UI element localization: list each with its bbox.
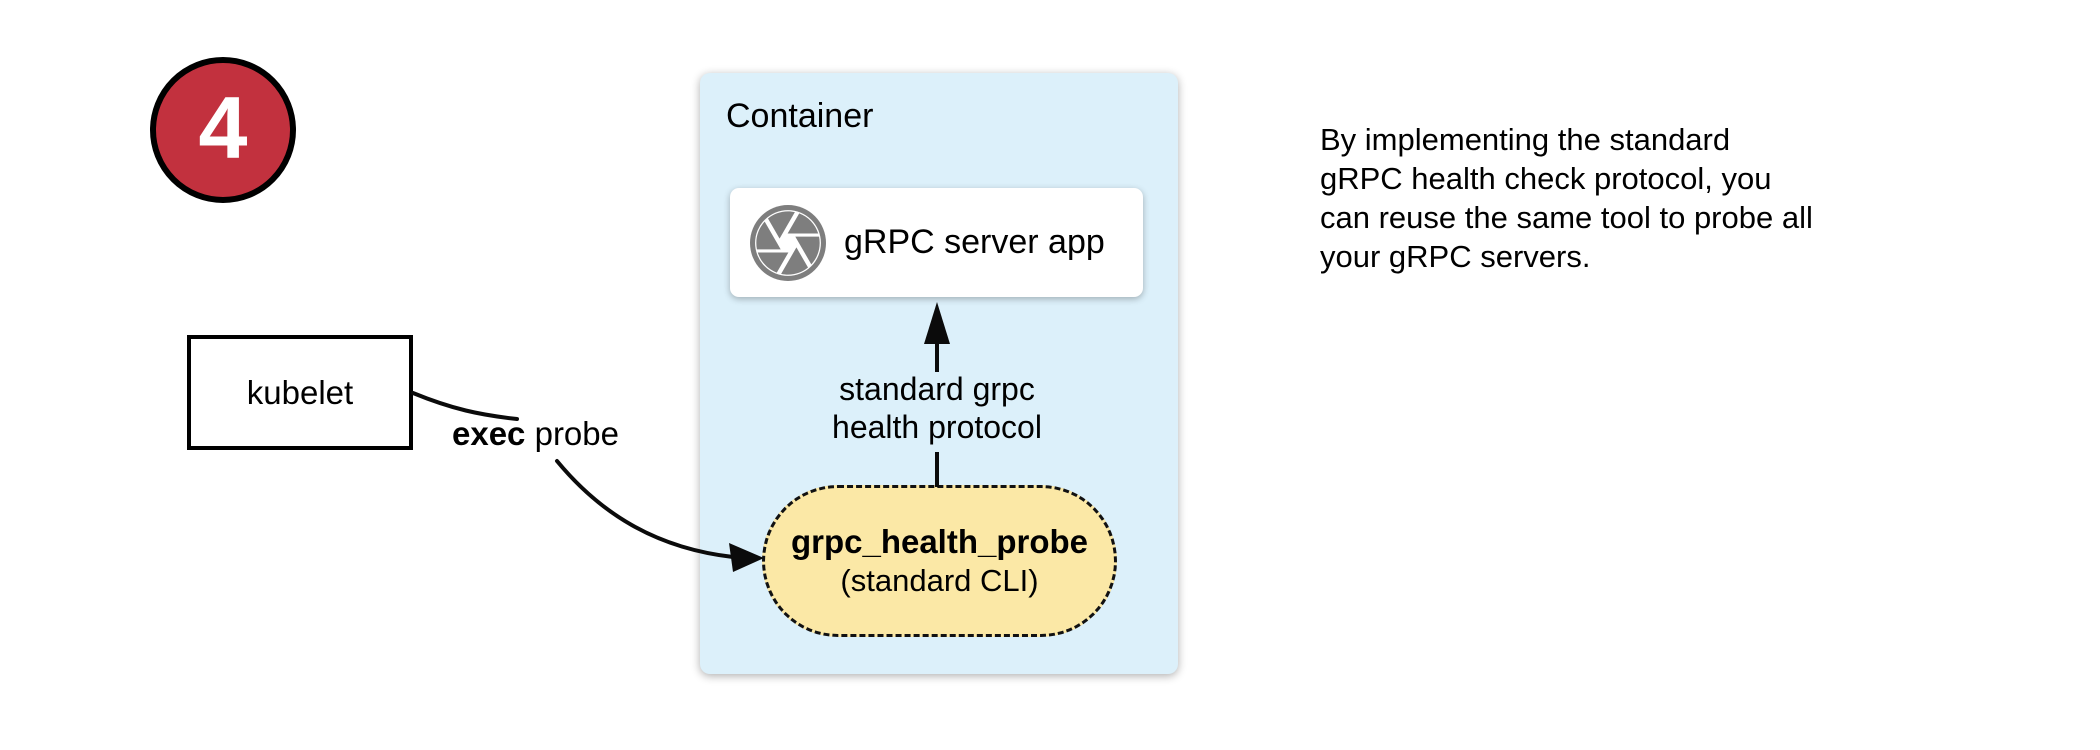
grpc-health-probe-title: grpc_health_probe xyxy=(790,523,1089,560)
health-protocol-label: standard grpc health protocol xyxy=(832,371,1042,445)
container-title: Container xyxy=(726,97,874,135)
grpc-health-probe-node: grpc_health_probe (standard CLI) xyxy=(762,485,1117,637)
exec-probe-label: exec probe xyxy=(452,415,619,453)
grpc-health-probe-subtitle: (standard CLI) xyxy=(840,563,1039,598)
exec-probe-label-rest: probe xyxy=(525,415,619,452)
step-badge: 4 xyxy=(150,57,296,203)
kubelet-node: kubelet xyxy=(187,335,413,450)
aperture-icon xyxy=(750,204,826,281)
container-group: Container gRPC server app standard grpc … xyxy=(700,73,1178,674)
kubelet-label: kubelet xyxy=(246,373,354,411)
grpc-server-app-node: gRPC server app xyxy=(730,188,1143,297)
grpc-server-app-label: gRPC server app xyxy=(844,223,1105,261)
note-text: By implementing the standard gRPC health… xyxy=(1320,122,1813,274)
exec-probe-label-bold: exec xyxy=(452,415,526,452)
step-number: 4 xyxy=(198,78,248,177)
